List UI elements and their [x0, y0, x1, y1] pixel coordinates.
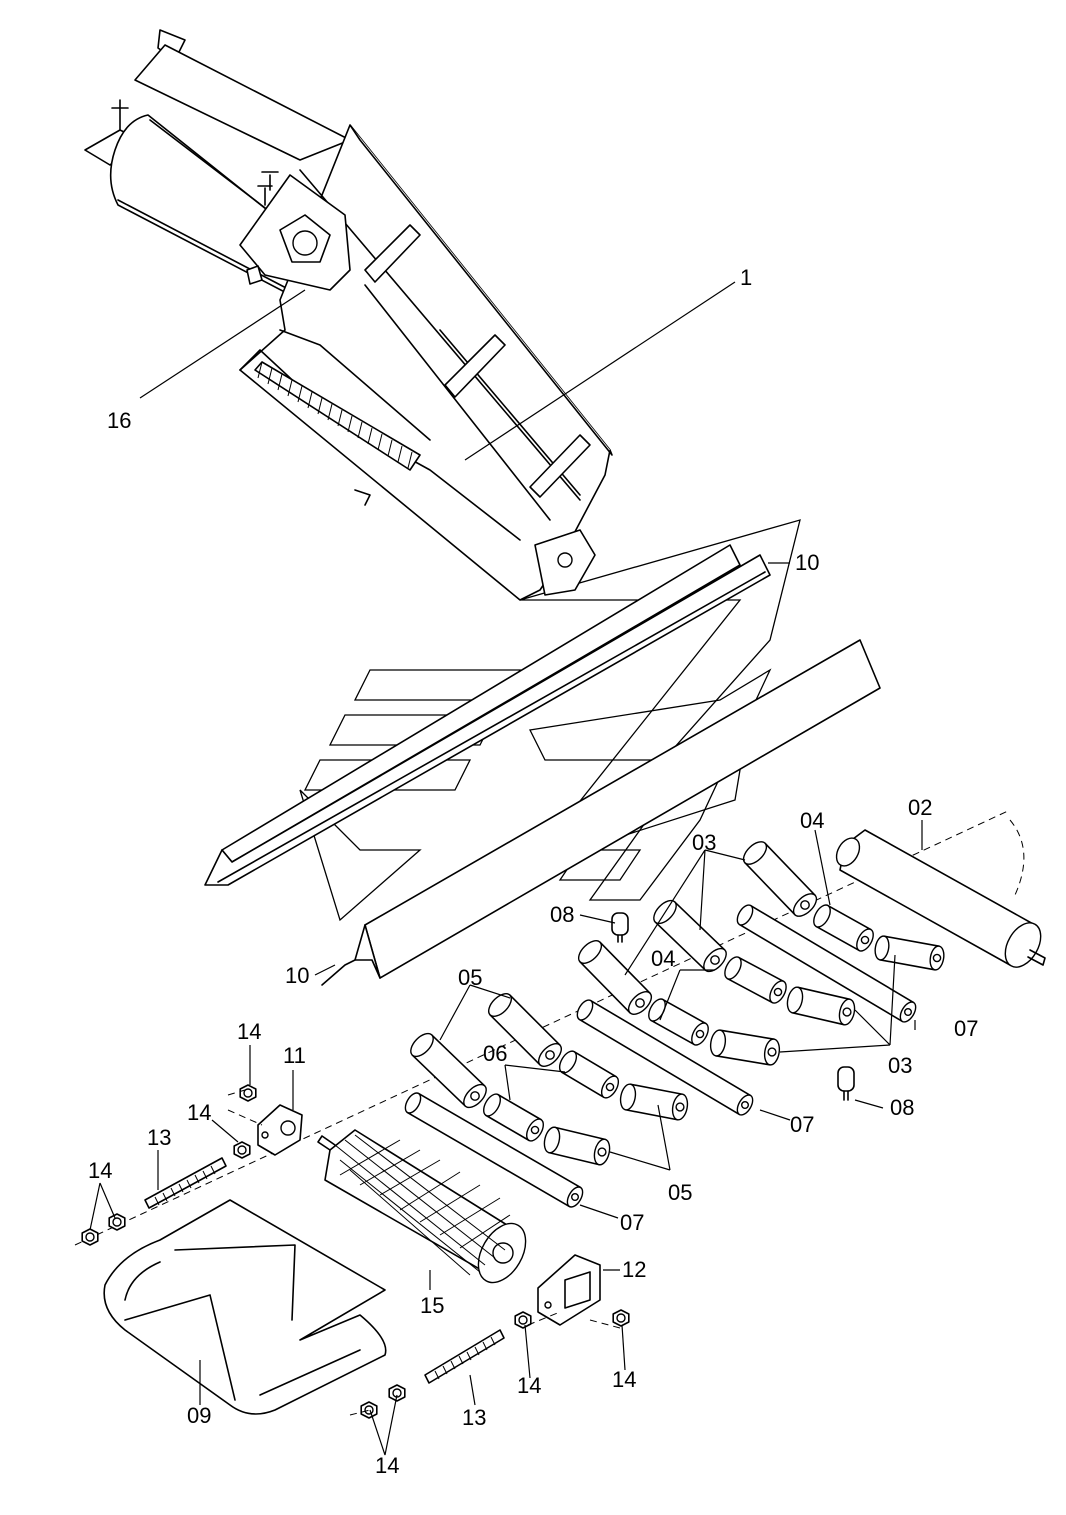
assembly-axis	[74, 809, 1011, 1246]
label-part-05-lower: 05	[668, 1180, 692, 1205]
label-part-03-upper: 03	[692, 830, 716, 855]
label-part-11: 11	[283, 1043, 306, 1068]
label-part-04-lower: 04	[651, 946, 675, 971]
label-part-14-d: 14	[517, 1373, 541, 1398]
leader-lines	[89, 281, 923, 1456]
idler-roller-05-a	[488, 993, 562, 1067]
idler-roller-05-d	[543, 1126, 611, 1166]
label-part-02: 02	[908, 795, 932, 820]
hex-nut-h	[388, 1384, 406, 1402]
idler-roller-long-left	[404, 1092, 584, 1208]
label-part-07-right: 07	[954, 1016, 978, 1041]
label-part-09: 09	[187, 1403, 211, 1428]
idler-roller-06-a	[558, 1050, 620, 1099]
label-part-08-lower: 08	[890, 1095, 914, 1120]
side-guide-rail-lower	[321, 639, 881, 986]
idler-roller-03-a	[742, 841, 818, 917]
bearing-block-left	[257, 1104, 303, 1156]
idler-roller-05-c	[619, 1083, 689, 1121]
tension-screw-lower	[424, 1329, 505, 1384]
label-part-14-e: 14	[612, 1367, 636, 1392]
label-part-13-lower: 13	[462, 1405, 486, 1430]
label-part-14-a: 14	[237, 1019, 261, 1044]
label-part-15: 15	[420, 1293, 444, 1318]
label-part-04-upper: 04	[800, 808, 824, 833]
idler-roller-05-b	[410, 1032, 487, 1109]
axis-hook	[1009, 819, 1025, 896]
label-part-10-upper: 10	[795, 550, 819, 575]
idler-roller-04-c	[724, 956, 787, 1004]
idler-roller-03-e	[709, 1029, 781, 1066]
hex-nut-d	[108, 1213, 126, 1231]
label-part-07-left: 07	[620, 1210, 644, 1235]
idler-roller-long-right	[736, 904, 917, 1023]
idler-roller-04-b	[874, 935, 945, 971]
label-part-14-b: 14	[187, 1100, 211, 1125]
hex-nut-c	[81, 1228, 99, 1246]
tension-screw-upper	[144, 1157, 227, 1209]
label-part-08-upper: 08	[550, 902, 574, 927]
drive-pulley	[835, 829, 1046, 968]
hex-nut-e	[514, 1311, 532, 1329]
stud-pin-lower	[837, 1066, 855, 1101]
idler-rollers	[404, 841, 945, 1208]
label-part-10-lower: 10	[285, 963, 309, 988]
idler-roller-03-d	[786, 986, 856, 1026]
label-part-05-upper: 05	[458, 965, 482, 990]
hex-nut-a	[239, 1084, 257, 1102]
side-guide-rail-upper	[204, 544, 771, 886]
hex-nut-f	[612, 1309, 630, 1327]
conveyor-belt	[103, 1199, 387, 1415]
hex-nut-b	[233, 1141, 251, 1159]
label-part-12: 12	[622, 1257, 646, 1282]
tension-pulley	[317, 1129, 527, 1284]
hex-nut-g	[360, 1401, 378, 1419]
idler-roller-06-b	[482, 1093, 545, 1142]
idler-roller-04-a	[813, 904, 874, 952]
stud-pin-upper	[611, 912, 629, 943]
bearing-block-right	[537, 1254, 601, 1326]
conveyor-assembly	[84, 29, 613, 601]
label-part-06: 06	[483, 1041, 507, 1066]
idler-roller-long-middle	[576, 999, 754, 1116]
part-number-labels: 1 16 10 10 02 03 03 04 04 05 05 06 07 07…	[88, 265, 978, 1478]
label-part-07-middle: 07	[790, 1112, 814, 1137]
idler-roller-03-c	[577, 940, 653, 1015]
label-part-03-lower: 03	[888, 1053, 912, 1078]
label-part-1: 1	[740, 265, 752, 290]
label-part-13-upper: 13	[147, 1125, 171, 1150]
label-part-14-f: 14	[375, 1453, 399, 1478]
label-part-16: 16	[107, 408, 131, 433]
idler-roller-04-d	[648, 998, 709, 1046]
helical-roller	[254, 361, 421, 471]
label-part-14-c: 14	[88, 1158, 112, 1183]
